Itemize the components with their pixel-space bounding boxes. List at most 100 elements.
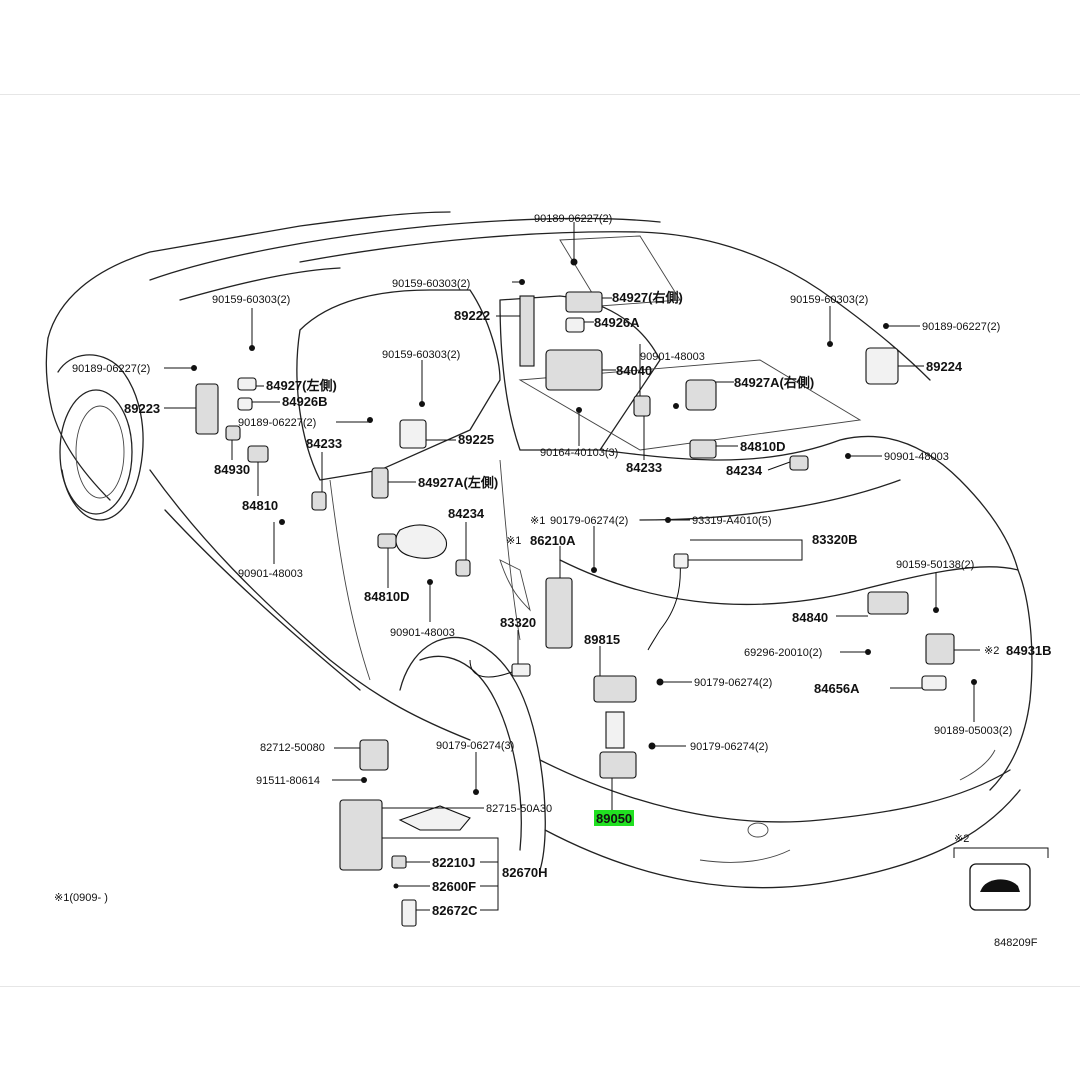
rear-window-base — [599, 435, 1019, 571]
switch-84927-part — [565, 291, 603, 313]
label-84926B: 84926B — [282, 394, 328, 409]
front-wheel-arch — [57, 354, 144, 521]
switch-84927A-right-part — [685, 379, 717, 411]
door-seam-2 — [499, 459, 521, 641]
label-diagram-ref: 848209F — [994, 937, 1038, 949]
bracket-82715-part — [398, 805, 471, 831]
switch-84927A-left-part — [371, 467, 389, 499]
label-90901-48003-left: 90901-48003 — [238, 568, 303, 580]
rocker-lower — [164, 509, 361, 691]
label-note2-inset: ※2 — [954, 833, 969, 845]
label-84840: 84840 — [792, 610, 828, 625]
label-90159-60303-right: 90159-60303(2) — [790, 294, 868, 306]
bracket-89050-part — [605, 711, 625, 749]
rear-tire-edge — [419, 655, 522, 851]
sensor-86210A-part — [545, 577, 573, 649]
label-82672C: 82672C — [432, 903, 478, 918]
rear-bumper-bottom — [544, 789, 1021, 889]
door-trim-part — [395, 524, 447, 559]
handle-84840-part — [867, 591, 909, 615]
cover-82712-part — [359, 739, 389, 771]
label-83320: 83320 — [500, 615, 536, 630]
label-90189-06227-right: 90189-06227(2) — [922, 321, 1000, 333]
label-90159-60303-left: 90159-60303(2) — [212, 294, 290, 306]
antenna-83320B-part — [673, 553, 689, 569]
label-82670H: 82670H — [502, 865, 548, 880]
label-89815: 89815 — [584, 632, 620, 647]
label-84234-left: 84234 — [448, 506, 485, 521]
car-body-outline — [45, 211, 1033, 889]
fastener-3 — [673, 403, 679, 409]
label-82715-50A30: 82715-50A30 — [486, 803, 552, 815]
label-90901-48003-top: 90901-48003 — [640, 351, 705, 363]
label-84927-right: 84927(右側) — [612, 290, 683, 305]
module-89050-part — [599, 751, 637, 779]
label-90179-06274-three: 90179-06274(3) — [436, 740, 514, 752]
bracket-84656A-part — [921, 675, 947, 691]
label-86210A: 86210A — [530, 533, 576, 548]
label-90189-06227-left: 90189-06227(2) — [72, 363, 150, 375]
exhaust-left — [699, 849, 791, 863]
inset-detail-2 — [953, 847, 1049, 911]
roof-front — [149, 217, 661, 281]
antenna-83320B-cable — [647, 559, 681, 651]
label-84656A: 84656A — [814, 681, 860, 696]
antenna-83320-part — [511, 663, 531, 677]
switch-84810-part — [247, 445, 269, 463]
switch-84930-part — [225, 425, 241, 441]
lead-l56 — [382, 837, 499, 911]
label-82600F: 82600F — [432, 879, 476, 894]
switch-84926B-part — [237, 397, 253, 411]
junction-block-part — [339, 799, 383, 871]
switch-84810D-left-part — [377, 533, 397, 549]
label-90189-06227-mid: 90189-06227(2) — [238, 417, 316, 429]
label-93319-A4010: 93319-A4010(5) — [692, 515, 772, 527]
switch-84040-part — [545, 349, 603, 391]
label-84234-rear: 84234 — [726, 463, 763, 478]
label-90189-05003: 90189-05003(2) — [934, 725, 1012, 737]
fastener-12 — [279, 519, 285, 525]
leader-lines — [164, 222, 980, 911]
exhaust-right — [959, 749, 996, 781]
label-84040: 84040 — [616, 363, 652, 378]
clamp-82672C-part — [401, 899, 417, 927]
label-90179-06274-lower: 90179-06274(2) — [690, 741, 768, 753]
rear-wheel-arch — [399, 636, 546, 871]
label-84810D-rear: 84810D — [740, 439, 786, 454]
label-84926A: 84926A — [594, 315, 640, 330]
top-frame-line — [0, 94, 1080, 95]
windshield-lower — [179, 267, 341, 301]
rear-shelf — [518, 359, 862, 451]
label-89222: 89222 — [454, 308, 490, 323]
label-83320B: 83320B — [812, 532, 858, 547]
label-note1-range: ※1(0909- ) — [54, 892, 108, 904]
module-89815-part — [593, 675, 637, 703]
reflector — [747, 822, 769, 838]
bracket-89222-part — [519, 295, 535, 367]
switch-84810D-rear-part — [689, 439, 717, 459]
label-note1-b: ※1 — [506, 535, 521, 547]
switch-84233-rear-part — [633, 395, 651, 417]
module-89224-part — [865, 347, 899, 385]
front-tire — [59, 389, 133, 515]
label-89225: 89225 — [458, 432, 494, 447]
rear-bumper-top — [539, 759, 1011, 823]
door-seam-1 — [329, 479, 371, 681]
switch-84926A-part — [565, 317, 585, 333]
label-note2: ※2 — [984, 645, 999, 657]
label-89223: 89223 — [124, 401, 160, 416]
trunk-lid-edge — [559, 559, 1019, 606]
fuel-door — [499, 559, 531, 612]
rocker-panel — [149, 469, 471, 741]
label-84233-rear: 84233 — [626, 460, 662, 475]
inset-bracket — [953, 847, 1049, 858]
lead-l24 — [767, 461, 791, 471]
label-84930: 84930 — [214, 462, 250, 477]
label-84931B: 84931B — [1006, 643, 1052, 658]
label-84927A-left: 84927A(左側) — [418, 475, 498, 490]
trunk-front-edge — [639, 479, 901, 521]
label-82712-50080: 82712-50080 — [260, 742, 325, 754]
label-84810: 84810 — [242, 498, 278, 513]
lead-l35 — [688, 539, 803, 561]
label-84233-left: 84233 — [306, 436, 342, 451]
